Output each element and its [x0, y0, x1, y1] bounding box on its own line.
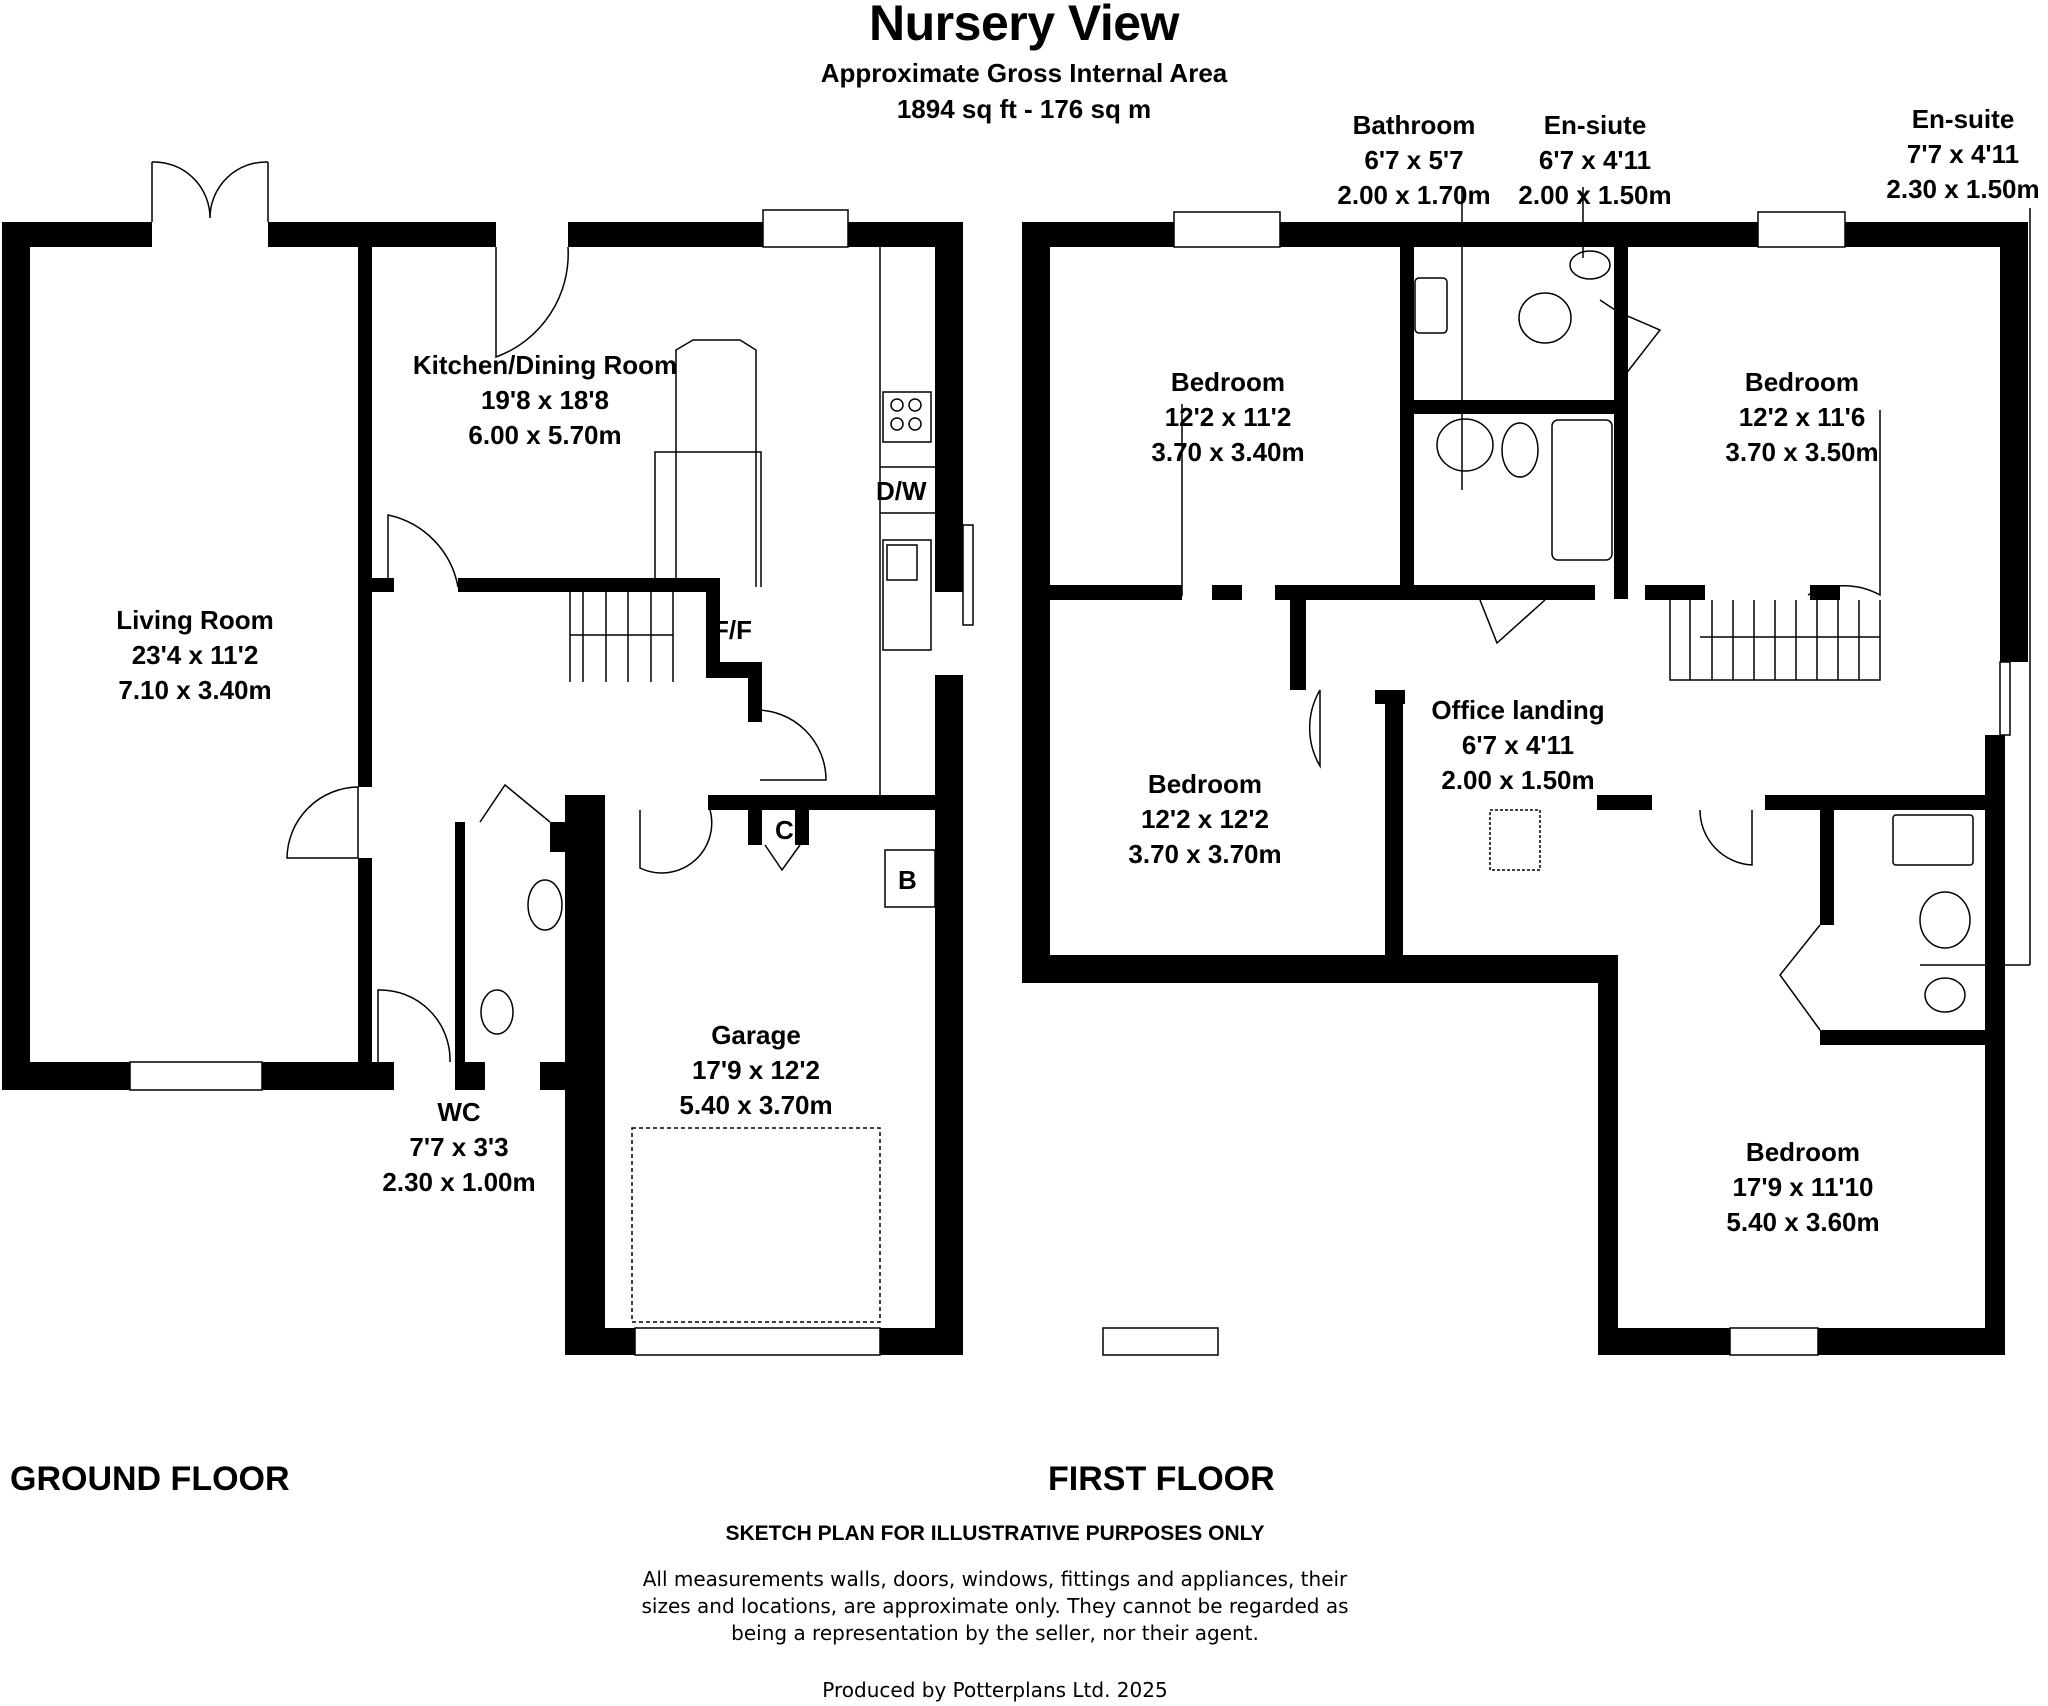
first-floor-label: FIRST FLOOR	[1048, 1460, 1275, 1498]
room-imperial: 19'8 x 18'8	[480, 385, 610, 415]
room-label-kitchen: Kitchen/Dining Room 19'8 x 18'8 6.00 x 5…	[413, 348, 677, 453]
sketch-plan-notice: SKETCH PLAN FOR ILLUSTRATIVE PURPOSES ON…	[725, 1522, 1265, 1545]
room-imperial: 17'9 x 11'10	[1732, 1172, 1874, 1202]
room-name: En-siute	[1543, 110, 1647, 140]
room-metric: 3.70 x 3.50m	[1725, 437, 1879, 467]
room-label-ensuite-2: En-suite 7'7 x 4'11 2.30 x 1.50m	[1886, 102, 2039, 207]
room-imperial: 7'7 x 4'11	[1906, 139, 2020, 169]
room-metric: 7.10 x 3.40m	[118, 675, 272, 705]
room-imperial: 6'7 x 4'11	[1461, 730, 1575, 760]
room-imperial: 6'7 x 5'7	[1364, 145, 1464, 175]
plan-subtitle: Approximate Gross Internal Area	[820, 58, 1228, 88]
boiler-label: B	[898, 865, 917, 895]
room-name: Bedroom	[1745, 1137, 1861, 1167]
disclaimer-line: sizes and locations, are approximate onl…	[641, 1594, 1349, 1618]
room-metric: 5.40 x 3.70m	[679, 1090, 833, 1120]
ground-floor-fixtures	[129, 161, 974, 1356]
first-floor-fixtures	[1102, 187, 2031, 1356]
ground-floor-label: GROUND FLOOR	[10, 1460, 290, 1498]
room-imperial: 12'2 x 11'2	[1164, 402, 1292, 432]
room-label-bathroom: Bathroom 6'7 x 5'7 2.00 x 1.70m	[1337, 108, 1490, 213]
first-floor-walls	[1022, 222, 2028, 1355]
disclaimer-line: being a representation by the seller, no…	[731, 1621, 1259, 1645]
ground-floor-walls	[2, 222, 963, 1355]
room-name: Bedroom	[1170, 367, 1286, 397]
room-name: Living Room	[116, 605, 274, 635]
room-name: Kitchen/Dining Room	[412, 350, 678, 380]
room-name: Office landing	[1431, 695, 1605, 725]
room-label-wc: WC 7'7 x 3'3 2.30 x 1.00m	[382, 1095, 535, 1200]
gross-area: 1894 sq ft - 176 sq m	[896, 94, 1152, 124]
room-name: Bathroom	[1352, 110, 1476, 140]
room-imperial: 23'4 x 11'2	[131, 640, 259, 670]
room-metric: 2.30 x 1.00m	[382, 1167, 536, 1197]
room-imperial: 12'2 x 11'6	[1738, 402, 1866, 432]
room-metric: 6.00 x 5.70m	[468, 420, 622, 450]
room-label-ensuite-1: En-siute 6'7 x 4'11 2.00 x 1.50m	[1518, 108, 1671, 213]
room-label-bedroom-1: Bedroom 12'2 x 11'2 3.70 x 3.40m	[1151, 365, 1304, 470]
room-imperial: 12'2 x 12'2	[1140, 804, 1270, 834]
cupboard-label: C	[775, 815, 794, 845]
fridge-freezer-label: F/F	[713, 615, 752, 645]
room-label-garage: Garage 17'9 x 12'2 5.40 x 3.70m	[679, 1018, 832, 1123]
room-label-bedroom-4: Bedroom 17'9 x 11'10 5.40 x 3.60m	[1726, 1135, 1879, 1240]
room-imperial: 7'7 x 3'3	[409, 1132, 509, 1162]
room-name: Garage	[711, 1020, 801, 1050]
room-name: WC	[437, 1097, 481, 1127]
room-metric: 3.70 x 3.40m	[1151, 437, 1305, 467]
room-imperial: 6'7 x 4'11	[1538, 145, 1652, 175]
room-label-bedroom-2: Bedroom 12'2 x 11'6 3.70 x 3.50m	[1725, 365, 1878, 470]
room-metric: 2.00 x 1.70m	[1337, 180, 1491, 210]
room-label-living-room: Living Room 23'4 x 11'2 7.10 x 3.40m	[116, 603, 273, 708]
room-metric: 2.00 x 1.50m	[1441, 765, 1595, 795]
room-metric: 3.70 x 3.70m	[1128, 839, 1282, 869]
room-metric: 2.30 x 1.50m	[1886, 174, 2040, 204]
produced-by: Produced by Potterplans Ltd. 2025	[822, 1678, 1168, 1702]
room-metric: 5.40 x 3.60m	[1726, 1207, 1880, 1237]
room-name: Bedroom	[1744, 367, 1860, 397]
disclaimer: All measurements walls, doors, windows, …	[0, 1566, 1990, 1647]
room-imperial: 17'9 x 12'2	[691, 1055, 821, 1085]
room-label-office-landing: Office landing 6'7 x 4'11 2.00 x 1.50m	[1431, 693, 1604, 798]
room-metric: 2.00 x 1.50m	[1518, 180, 1672, 210]
room-name: Bedroom	[1147, 769, 1263, 799]
room-name: En-suite	[1911, 104, 2015, 134]
plan-title: Nursery View	[869, 0, 1179, 51]
disclaimer-line: All measurements walls, doors, windows, …	[642, 1567, 1348, 1591]
dishwasher-label: D/W	[876, 476, 927, 506]
room-label-bedroom-3: Bedroom 12'2 x 12'2 3.70 x 3.70m	[1128, 767, 1281, 872]
